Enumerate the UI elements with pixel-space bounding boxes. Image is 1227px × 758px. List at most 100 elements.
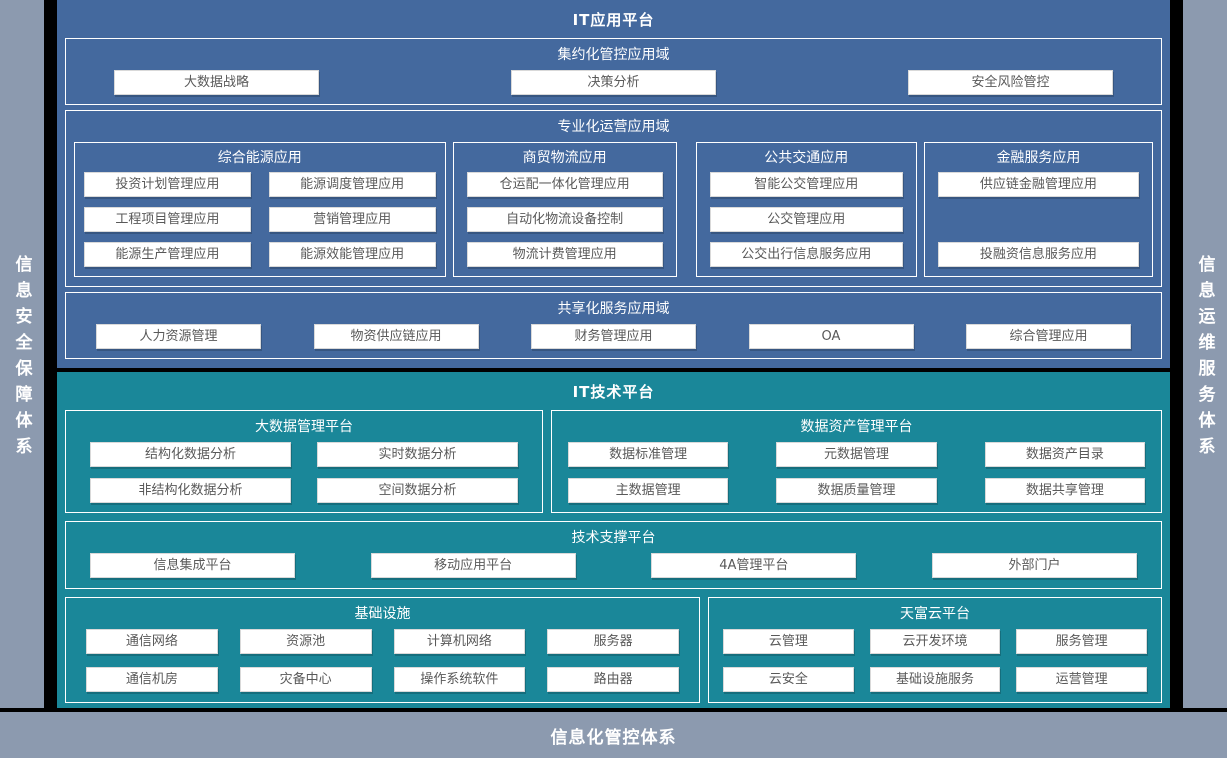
left-pillar-label: 信息安全保障体系 bbox=[11, 254, 32, 463]
cloud-platform-title: 天富云平台 bbox=[900, 606, 970, 622]
diagram-chip: 服务管理 bbox=[1016, 629, 1147, 654]
specialized-domain-title: 专业化运营应用域 bbox=[557, 119, 670, 135]
shared-domain-items: 人力资源管理 物资供应链应用 财务管理应用 OA 综合管理应用 bbox=[66, 324, 1161, 358]
it-application-platform: IT应用平台 集约化管控应用域 大数据战略 决策分析 安全风险管控 专业化运营应用域… bbox=[57, 0, 1170, 368]
diagram-chip: 数据质量管理 bbox=[776, 478, 937, 503]
box-tianfu-cloud-platform: 天富云平台 云管理云开发环境服务管理云安全基础设施服务运营管理 bbox=[708, 597, 1162, 703]
diagram-chip: 决策分析 bbox=[511, 70, 716, 95]
data-asset-platform-title: 数据资产管理平台 bbox=[800, 419, 913, 435]
diagram-chip: 营销管理应用 bbox=[268, 207, 436, 232]
intensive-domain-items: 大数据战略 决策分析 安全风险管控 bbox=[66, 70, 1161, 104]
box-shared-services-domain: 共享化服务应用域 人力资源管理 物资供应链应用 财务管理应用 OA 综合管理应用 bbox=[65, 292, 1162, 359]
tech-row-data: 大数据管理平台 结构化数据分析 实时数据分析非结构化数据分析 空间数据分析 数据资产… bbox=[65, 410, 1162, 513]
left-pillar-info-security: 信息安全保障体系 bbox=[0, 0, 44, 708]
diagram-chip: 空间数据分析 bbox=[317, 478, 518, 503]
diagram-chip: 自动化物流设备控制 bbox=[466, 207, 663, 232]
it-technology-platform: IT技术平台 大数据管理平台 结构化数据分析 实时数据分析非结构化数据分析 空间数据… bbox=[57, 372, 1170, 708]
box-infrastructure: 基础设施 通信网络资源池计算机网络服务器通信机房灾备中心操作系统软件路由器 bbox=[65, 597, 700, 703]
app-platform-title: IT应用平台 bbox=[572, 11, 655, 29]
diagram-chip: 人力资源管理 bbox=[96, 324, 261, 349]
diagram-chip: 灾备中心 bbox=[239, 667, 372, 692]
diagram-chip: 数据标准管理 bbox=[568, 442, 729, 467]
diagram-chip: 能源效能管理应用 bbox=[268, 242, 436, 267]
specialized-domain-groups: 综合能源应用 投资计划管理应用能源调度管理应用工程项目管理应用营销管理应用能源生… bbox=[66, 142, 1161, 286]
infrastructure-items: 通信网络资源池计算机网络服务器通信机房灾备中心操作系统软件路由器 bbox=[66, 629, 699, 702]
diagram-chip: 公交管理应用 bbox=[709, 207, 903, 232]
diagram-chip: 信息集成平台 bbox=[90, 553, 295, 578]
bottom-divider bbox=[0, 708, 1227, 712]
tech-support-platform-items: 信息集成平台 移动应用平台 4A管理平台 外部门户 bbox=[66, 553, 1161, 588]
bigdata-platform-items: 结构化数据分析 实时数据分析非结构化数据分析 空间数据分析 bbox=[66, 442, 542, 512]
box-bigdata-management-platform: 大数据管理平台 结构化数据分析 实时数据分析非结构化数据分析 空间数据分析 bbox=[65, 410, 543, 513]
diagram-chip: 资源池 bbox=[239, 629, 372, 654]
shared-domain-title: 共享化服务应用域 bbox=[557, 301, 670, 317]
infrastructure-title: 基础设施 bbox=[354, 606, 411, 622]
group-public-transport-items: 智能公交管理应用公交管理应用公交出行信息服务应用 bbox=[697, 172, 916, 276]
diagram-chip: 通信机房 bbox=[86, 667, 218, 692]
box-specialized-operations-domain: 专业化运营应用域 综合能源应用 投资计划管理应用能源调度管理应用工程项目管理应用… bbox=[65, 110, 1162, 287]
data-asset-platform-items: 数据标准管理 元数据管理 数据资产目录主数据管理 数据质量管理 数据共享管理 bbox=[552, 442, 1161, 512]
right-pillar-label: 信息运维服务体系 bbox=[1194, 254, 1215, 463]
diagram-chip: 计算机网络 bbox=[393, 629, 526, 654]
cloud-platform-items: 云管理云开发环境服务管理云安全基础设施服务运营管理 bbox=[709, 629, 1161, 702]
diagram-chip: 非结构化数据分析 bbox=[90, 478, 291, 503]
group-trade-logistics: 商贸物流应用 仓运配一体化管理应用自动化物流设备控制物流计费管理应用 bbox=[452, 142, 677, 277]
diagram-chip: 移动应用平台 bbox=[370, 553, 576, 578]
group-financial-services-items: 供应链金融管理应用投融资信息服务应用 bbox=[925, 172, 1152, 267]
intensive-domain-title: 集约化管控应用域 bbox=[557, 47, 670, 63]
diagram-chip: 实时数据分析 bbox=[317, 442, 518, 467]
main-column: IT应用平台 集约化管控应用域 大数据战略 决策分析 安全风险管控 专业化运营应用域… bbox=[57, 0, 1170, 708]
diagram-chip: 数据资产目录 bbox=[984, 442, 1145, 467]
bigdata-platform-title: 大数据管理平台 bbox=[255, 419, 353, 435]
diagram-chip: 物资供应链应用 bbox=[313, 324, 479, 349]
group-financial-services-title: 金融服务应用 bbox=[996, 150, 1081, 166]
diagram-chip: 4A管理平台 bbox=[651, 553, 857, 578]
box-data-asset-management-platform: 数据资产管理平台 数据标准管理 元数据管理 数据资产目录主数据管理 数据质量管理 数据共… bbox=[551, 410, 1162, 513]
tech-support-platform-title: 技术支撑平台 bbox=[571, 530, 656, 546]
diagram-chip: 主数据管理 bbox=[568, 478, 729, 503]
group-integrated-energy: 综合能源应用 投资计划管理应用能源调度管理应用工程项目管理应用营销管理应用能源生… bbox=[74, 142, 446, 277]
diagram-chip: OA bbox=[748, 324, 914, 349]
group-public-transport: 公共交通应用 智能公交管理应用公交管理应用公交出行信息服务应用 bbox=[695, 142, 917, 277]
tech-platform-title: IT技术平台 bbox=[572, 383, 655, 401]
group-public-transport-title: 公共交通应用 bbox=[764, 150, 849, 166]
box-tech-support-platform: 技术支撑平台 信息集成平台 移动应用平台 4A管理平台 外部门户 bbox=[65, 521, 1162, 589]
diagram-chip: 大数据战略 bbox=[114, 70, 319, 95]
group-integrated-energy-title: 综合能源应用 bbox=[217, 150, 302, 166]
diagram-chip: 云开发环境 bbox=[869, 629, 1001, 654]
group-trade-logistics-items: 仓运配一体化管理应用自动化物流设备控制物流计费管理应用 bbox=[454, 172, 676, 276]
diagram-chip: 数据共享管理 bbox=[984, 478, 1145, 503]
group-financial-services: 金融服务应用 供应链金融管理应用投融资信息服务应用 bbox=[923, 142, 1153, 277]
diagram-chip: 云安全 bbox=[723, 667, 854, 692]
diagram-chip: 仓运配一体化管理应用 bbox=[466, 172, 663, 197]
diagram-chip: 运营管理 bbox=[1016, 667, 1147, 692]
diagram-chip: 财务管理应用 bbox=[531, 324, 696, 349]
bottom-bar-governance: 信息化管控体系 bbox=[0, 712, 1227, 758]
diagram-chip: 路由器 bbox=[547, 667, 679, 692]
diagram-chip: 投融资信息服务应用 bbox=[937, 242, 1139, 267]
diagram-chip: 基础设施服务 bbox=[869, 667, 1001, 692]
diagram-chip: 结构化数据分析 bbox=[90, 442, 291, 467]
diagram-chip: 云管理 bbox=[723, 629, 854, 654]
diagram-chip: 投资计划管理应用 bbox=[84, 172, 251, 197]
diagram-chip: 综合管理应用 bbox=[966, 324, 1131, 349]
diagram-chip: 外部门户 bbox=[931, 553, 1137, 578]
diagram-chip: 工程项目管理应用 bbox=[84, 207, 251, 232]
diagram-body: 信息安全保障体系 IT应用平台 集约化管控应用域 大数据战略 决策分析 安全风险管控… bbox=[0, 0, 1227, 708]
diagram-chip: 公交出行信息服务应用 bbox=[709, 242, 903, 267]
group-trade-logistics-title: 商贸物流应用 bbox=[522, 150, 607, 166]
bottom-bar-label: 信息化管控体系 bbox=[550, 727, 677, 748]
diagram-chip: 元数据管理 bbox=[776, 442, 937, 467]
right-pillar-info-operations: 信息运维服务体系 bbox=[1183, 0, 1227, 708]
diagram-chip: 供应链金融管理应用 bbox=[937, 172, 1139, 197]
group-integrated-energy-items: 投资计划管理应用能源调度管理应用工程项目管理应用营销管理应用能源生产管理应用能源… bbox=[75, 172, 445, 276]
diagram-chip: 操作系统软件 bbox=[393, 667, 526, 692]
diagram-chip: 物流计费管理应用 bbox=[466, 242, 663, 267]
diagram-chip: 智能公交管理应用 bbox=[709, 172, 903, 197]
diagram-chip: 安全风险管控 bbox=[908, 70, 1113, 95]
diagram-chip: 能源生产管理应用 bbox=[84, 242, 251, 267]
box-intensive-control-domain: 集约化管控应用域 大数据战略 决策分析 安全风险管控 bbox=[65, 38, 1162, 105]
platform-divider bbox=[57, 368, 1170, 372]
diagram-chip: 能源调度管理应用 bbox=[268, 172, 436, 197]
